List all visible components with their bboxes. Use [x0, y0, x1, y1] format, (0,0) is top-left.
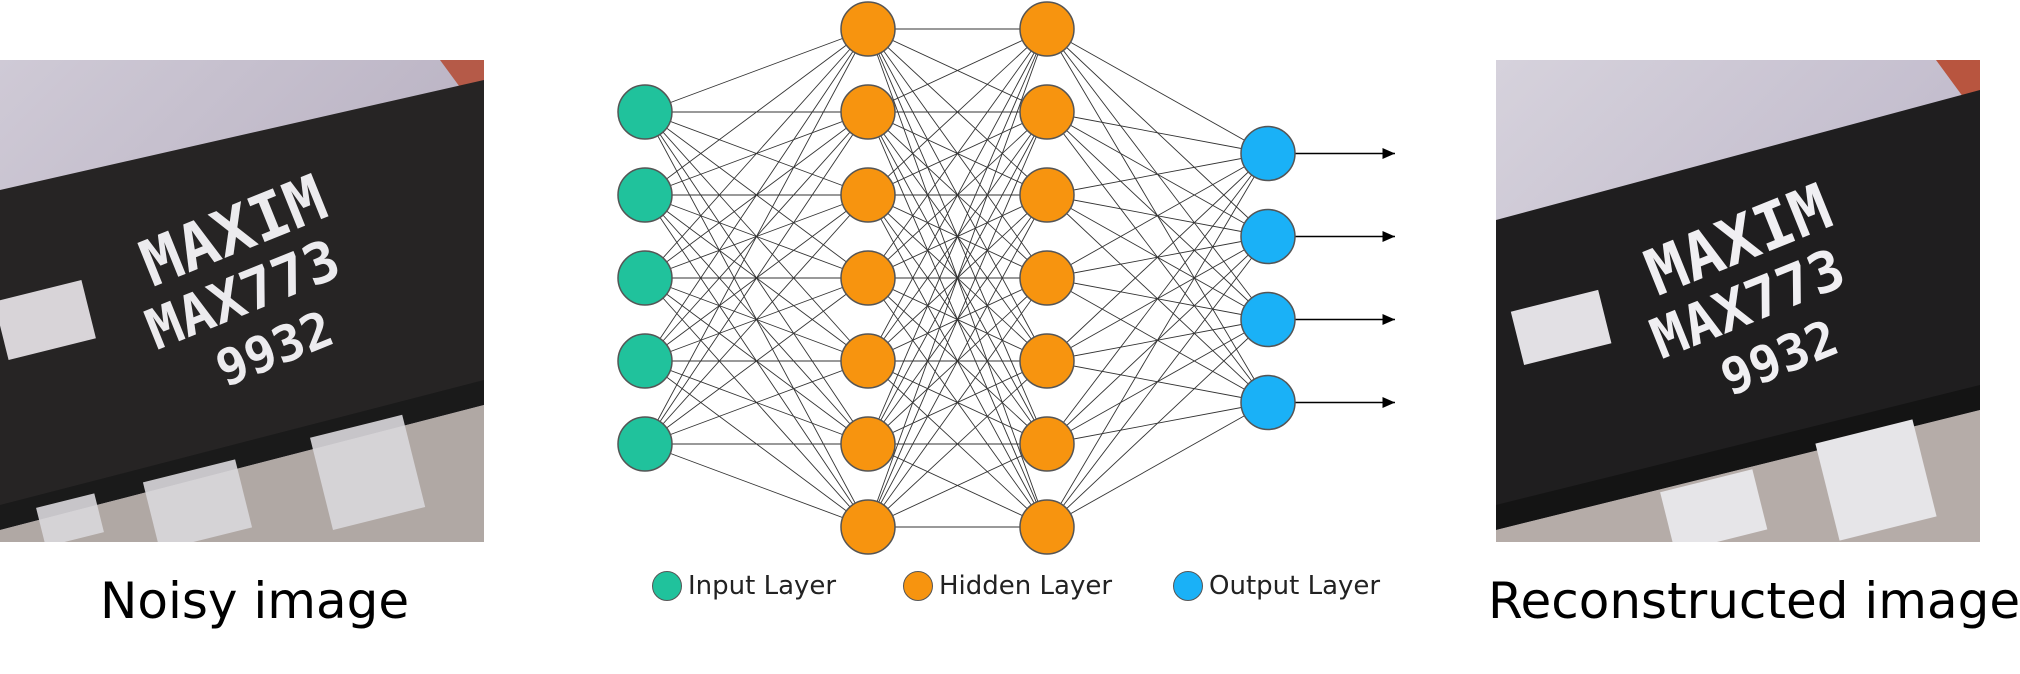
connection-line: [1046, 319, 1269, 528]
caption-reconstructed: Reconstructed image: [1488, 572, 2020, 630]
connection-line: [867, 28, 1048, 445]
hidden-node: [1019, 333, 1075, 389]
connection-line: [1046, 153, 1269, 445]
input-node: [617, 416, 673, 472]
input-node: [617, 333, 673, 389]
connection-line: [644, 28, 869, 279]
connection-line: [867, 277, 1048, 528]
hidden-node: [1019, 250, 1075, 306]
reconstructed-image: MAXIM MAX773 9932: [1496, 60, 1980, 542]
hidden-node: [1019, 499, 1075, 555]
hidden-node: [840, 1, 896, 57]
connection-line: [867, 28, 1048, 196]
hidden-layer-swatch: [903, 571, 933, 601]
connection-line: [644, 28, 869, 445]
connection-line: [867, 360, 1048, 528]
connection-line: [867, 28, 1048, 528]
output-node: [1240, 208, 1296, 265]
output-node: [1240, 374, 1296, 431]
hidden-node: [1019, 1, 1075, 57]
connection-line: [1046, 153, 1269, 279]
connection-line: [867, 443, 1048, 528]
input-node: [617, 84, 673, 140]
connection-line: [644, 277, 869, 445]
connection-line: [644, 28, 869, 113]
legend-output-label: Output Layer: [1209, 571, 1381, 601]
hidden-node: [840, 416, 896, 472]
legend-input-layer: Input Layer: [652, 566, 836, 606]
connection-line: [867, 28, 1048, 113]
connection-line: [1046, 153, 1269, 528]
caption-noisy: Noisy image: [100, 572, 410, 630]
noisy-image: MAXIM MAX773 9932: [0, 60, 484, 542]
connection-line: [867, 111, 1048, 528]
legend-hidden-label: Hidden Layer: [939, 571, 1113, 601]
output-node: [1240, 125, 1296, 182]
connection-line: [1046, 402, 1269, 528]
output-node: [1240, 291, 1296, 348]
hidden-node: [1019, 416, 1075, 472]
connection-line: [1046, 28, 1269, 154]
output-layer-swatch: [1173, 571, 1203, 601]
connection-line: [644, 111, 869, 445]
input-layer-swatch: [652, 571, 682, 601]
legend-input-label: Input Layer: [688, 571, 837, 601]
connection-line: [867, 28, 1048, 362]
connection-line: [1046, 153, 1269, 362]
connection-line: [1046, 236, 1269, 528]
hidden-node: [840, 333, 896, 389]
connection-line: [1046, 153, 1269, 196]
legend-hidden-layer: Hidden Layer: [903, 566, 1112, 606]
input-node: [617, 250, 673, 306]
hidden-node: [840, 250, 896, 306]
connection-line: [644, 194, 869, 445]
legend-output-layer: Output Layer: [1173, 566, 1380, 606]
hidden-node: [1019, 84, 1075, 140]
hidden-node: [840, 499, 896, 555]
connection-line: [644, 360, 869, 445]
input-node: [617, 167, 673, 223]
hidden-node: [840, 167, 896, 223]
connection-line: [644, 443, 869, 528]
connection-line: [644, 28, 869, 196]
hidden-node: [1019, 167, 1075, 223]
connection-line: [1046, 111, 1269, 154]
connection-line: [644, 28, 869, 362]
connection-line: [867, 28, 1048, 279]
hidden-node: [840, 84, 896, 140]
neural-network-diagram: [580, 0, 1440, 560]
connection-line: [867, 194, 1048, 528]
